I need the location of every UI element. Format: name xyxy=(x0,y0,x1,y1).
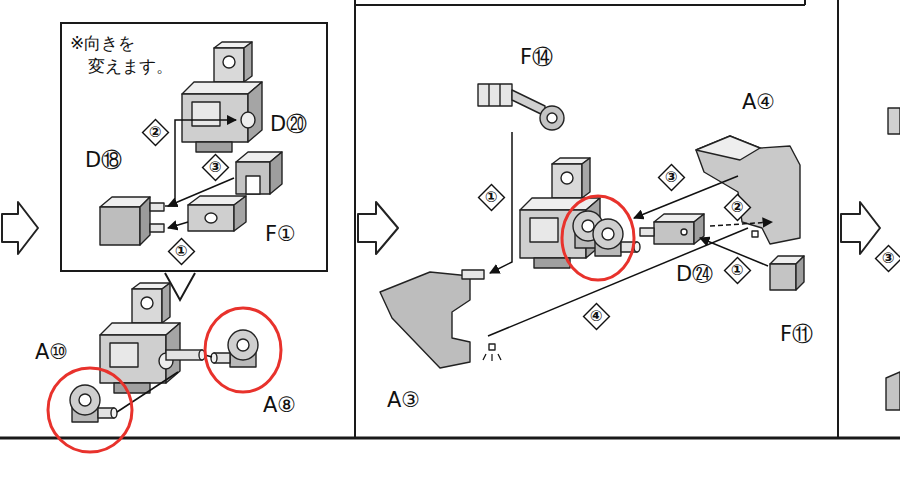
part-label: A③ xyxy=(387,388,420,412)
diamond-shape xyxy=(875,245,900,271)
diamond-shape xyxy=(142,119,168,145)
step-number: ③ xyxy=(665,170,678,185)
step-number: ① xyxy=(485,190,498,205)
part-label: F⑪ xyxy=(780,322,813,346)
step-diamond: ① xyxy=(724,257,751,284)
part-label: F① xyxy=(265,222,296,246)
diamond-shape xyxy=(583,303,609,329)
step-number: ② xyxy=(731,200,744,215)
step-diamond: ① xyxy=(168,238,195,265)
step-diamond: ③ xyxy=(202,154,229,181)
note-text: ※向きを 変えます。 xyxy=(70,32,200,78)
step-diamond: ③ xyxy=(875,245,900,272)
part-label: D⑱ xyxy=(85,148,122,172)
step-diamond: ④ xyxy=(583,303,610,330)
diamond-shape xyxy=(724,194,750,220)
step-number: ④ xyxy=(590,309,603,324)
step-number: ② xyxy=(149,125,162,140)
highlight-circle xyxy=(562,196,634,280)
diamond-shape xyxy=(724,257,750,283)
part-label: F⑭ xyxy=(520,45,553,69)
step-number: ① xyxy=(731,263,744,278)
diamond-shape xyxy=(202,154,228,180)
diamond-shape xyxy=(168,238,194,264)
part-label: D⑳ xyxy=(270,112,307,136)
step-diamond: ② xyxy=(724,194,751,221)
part-label: A④ xyxy=(742,90,775,114)
step-number: ③ xyxy=(209,160,222,175)
part-label: A⑩ xyxy=(35,340,68,364)
step-diamond: ③ xyxy=(658,164,685,191)
step-diamond: ① xyxy=(478,184,505,211)
diamond-shape xyxy=(478,184,504,210)
part-label: D㉔ xyxy=(676,262,713,286)
part-label: A⑧ xyxy=(263,393,296,417)
diamond-shape xyxy=(658,164,684,190)
highlight-circle xyxy=(205,308,281,392)
highlight-circle xyxy=(48,368,132,452)
step-number: ① xyxy=(175,244,188,259)
step-number: ③ xyxy=(882,251,895,266)
step-diamond: ② xyxy=(142,119,169,146)
